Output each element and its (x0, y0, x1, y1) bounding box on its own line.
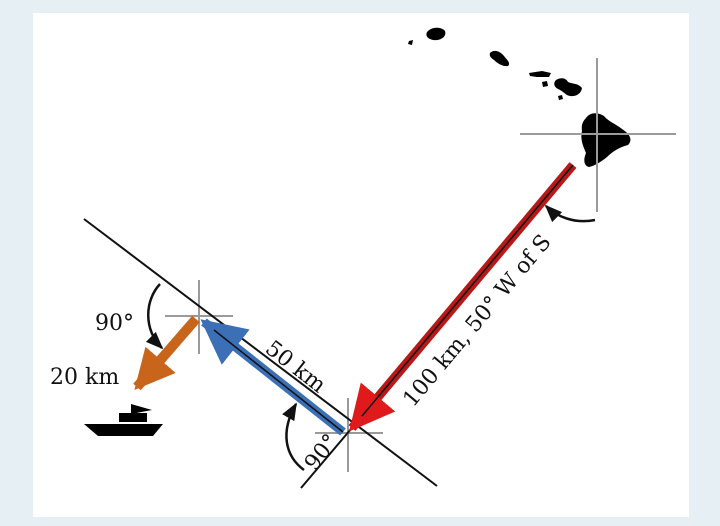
island-maui (554, 78, 582, 97)
angle-arc-middle (282, 402, 305, 472)
label-short-leg: 20 km (50, 365, 119, 390)
label-angle-middle: 90° (300, 430, 344, 476)
island-kahoolawe (558, 95, 563, 100)
island-oahu (489, 50, 510, 67)
island-niihau (408, 40, 413, 45)
angle-arc-left (145, 283, 164, 350)
label-long-leg: 100 km, 50° W of S (398, 230, 556, 412)
reference-line-short (300, 428, 352, 489)
label-angle-left: 90° (95, 311, 134, 336)
boat-icon (84, 404, 163, 436)
crosshair-left (165, 280, 233, 354)
vector-middle-leg-core (213, 329, 344, 433)
island-molokai (529, 71, 551, 77)
reference-line-long (83, 218, 438, 487)
island-lanai (542, 81, 548, 87)
crosshair-middle (315, 398, 383, 472)
island-kauai (426, 27, 446, 41)
vector-long-leg-core (361, 164, 574, 417)
vector-short-leg (133, 315, 200, 391)
island-hawaii (581, 113, 631, 167)
hawaiian-islands-icon (408, 27, 631, 167)
crosshair-start (520, 58, 676, 212)
angle-arc-start (544, 204, 596, 223)
